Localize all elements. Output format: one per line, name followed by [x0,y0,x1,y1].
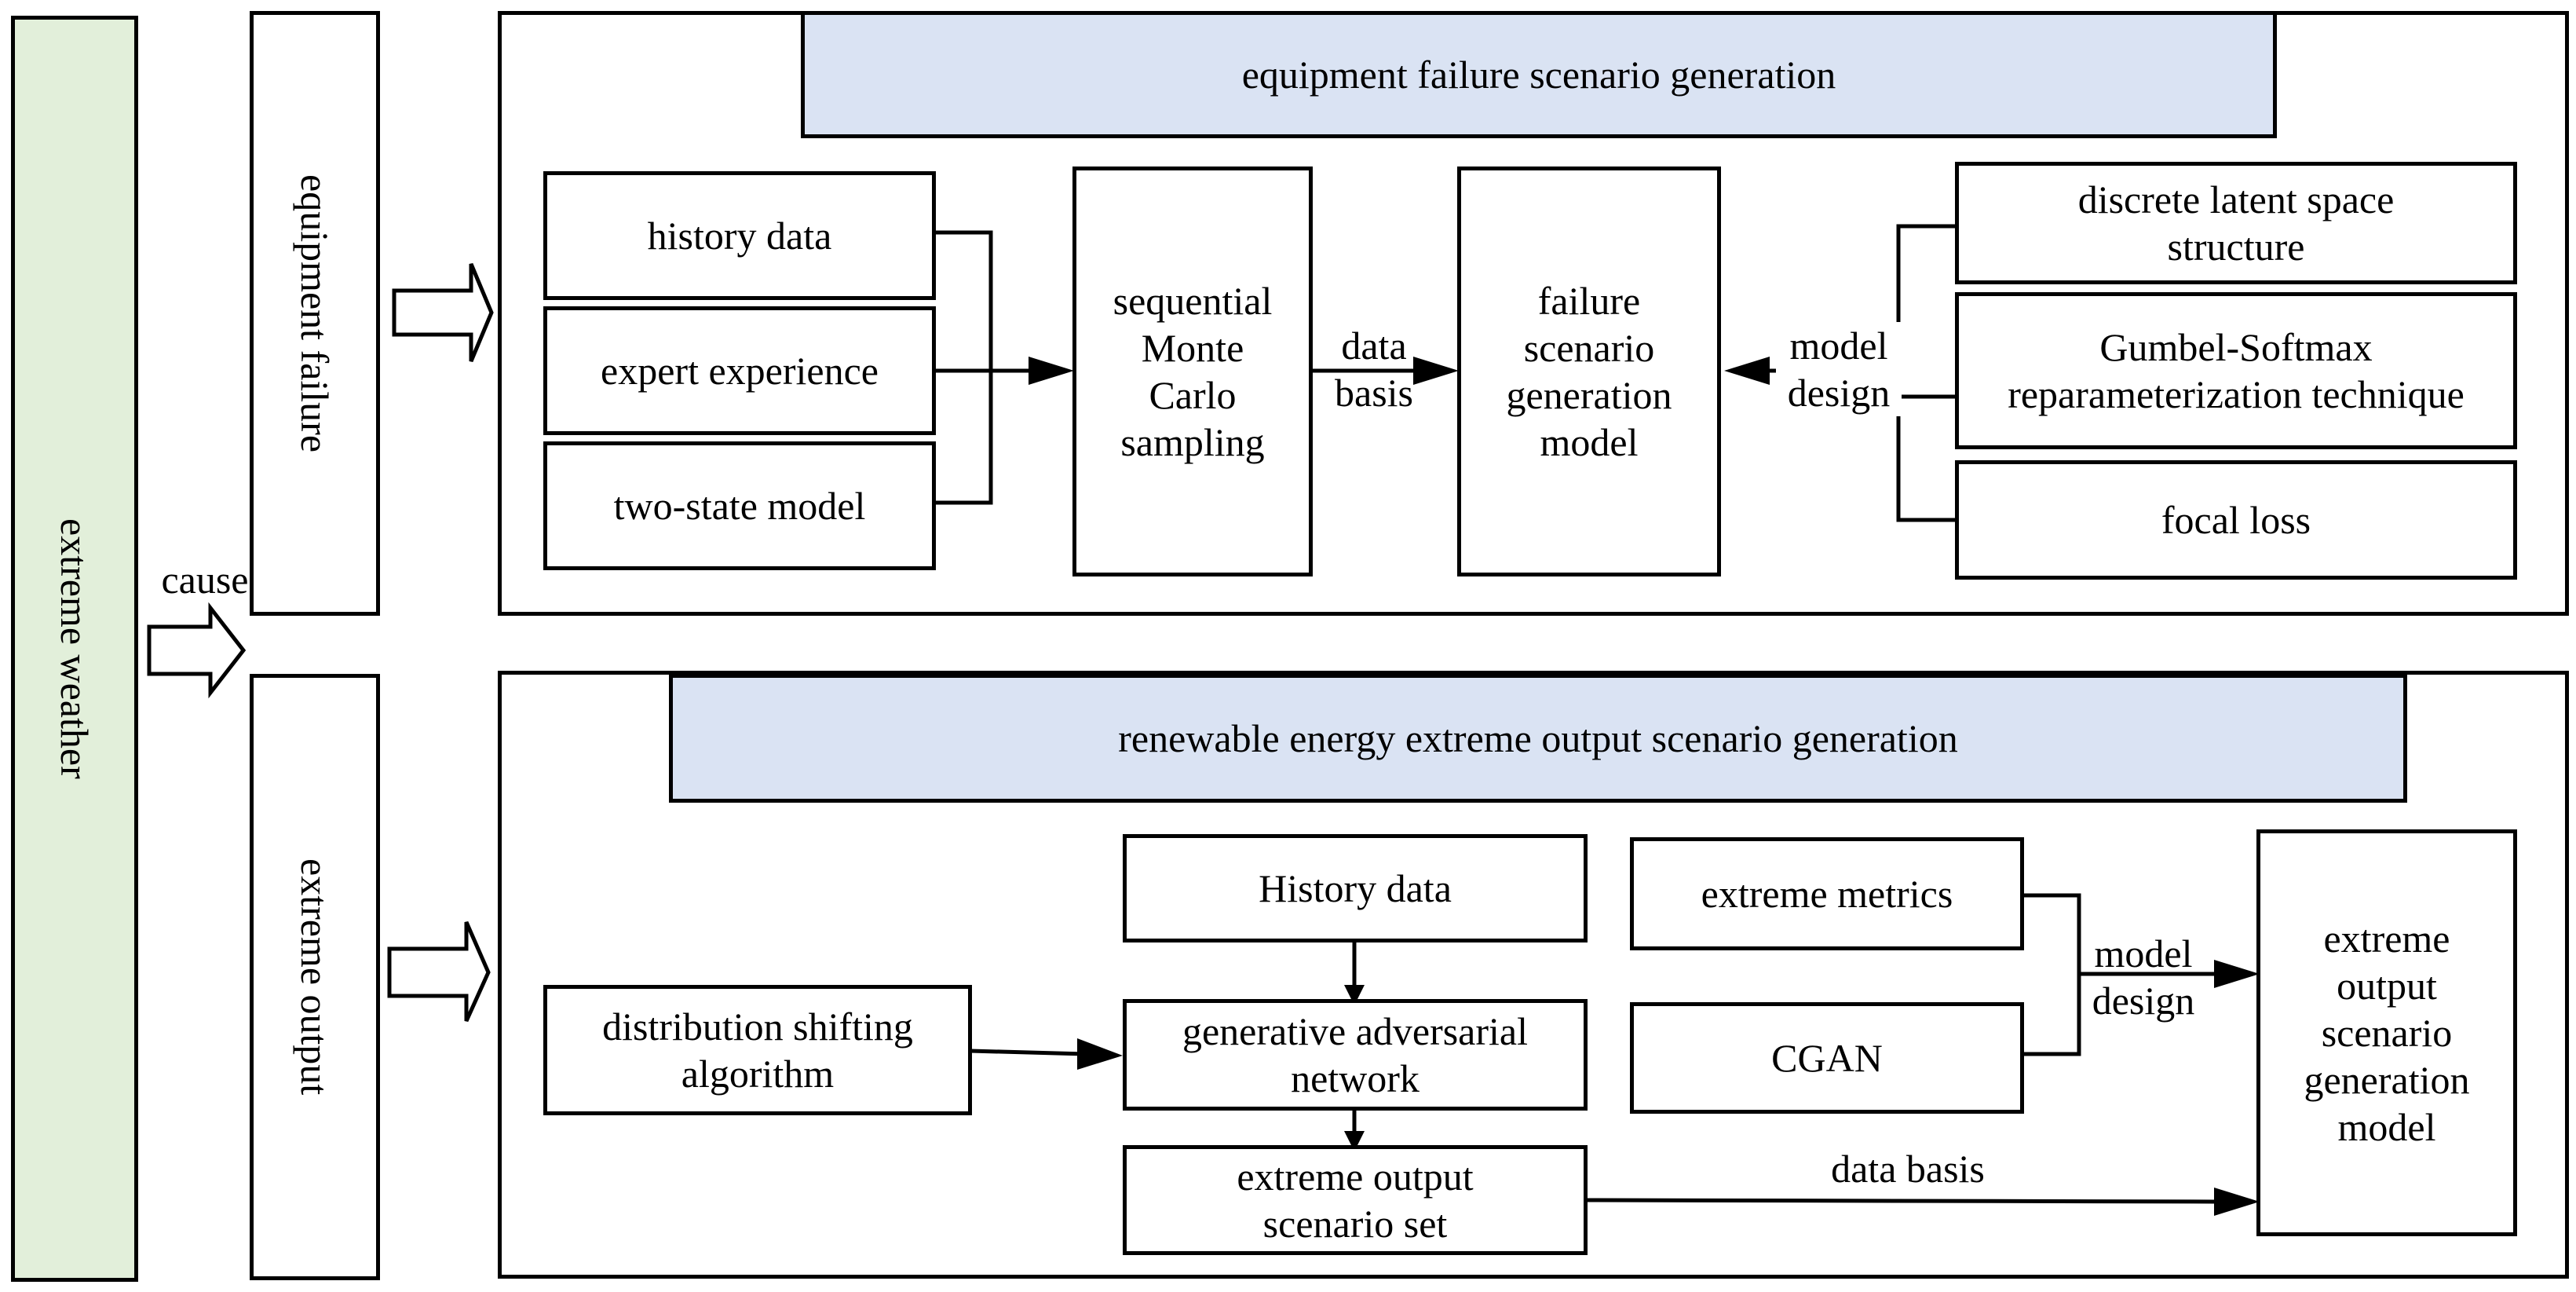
input-expert-experience-label: expert experience [601,349,879,393]
scenario-set-box: extreme output scenario set [1123,1145,1588,1255]
extreme-output-model-label: extreme output scenario generation model [2304,917,2470,1149]
output-data-basis-label: data basis [1831,1147,1985,1191]
distribution-shifting-box: distribution shifting algorithm [543,985,972,1115]
distribution-shifting-label: distribution shifting algorithm [602,1005,913,1096]
equipment-failure-side-label: equipment failure [293,174,337,453]
equipment-failure-side-box: equipment failure [250,11,380,616]
shifting-to-gan-arrow [970,1049,1086,1056]
output-model-design-label: model design [2092,931,2195,1023]
extreme-metrics-label: extreme metrics [1701,872,1953,916]
failure-model-box: failure scenario generation model [1457,167,1721,576]
history-data-box: History data [1123,834,1588,942]
input-history-data: history data [543,171,936,300]
extreme-output-arrow [387,921,491,1023]
extreme-output-side-box: extreme output [250,674,380,1280]
failure-model-label: failure scenario generation model [1506,279,1672,464]
gan-box: generative adversarial network [1123,999,1588,1111]
cause-label: cause [161,558,249,602]
equipment-failure-title: equipment failure scenario generation [1241,53,1836,97]
gan-label: generative adversarial network [1182,1009,1528,1100]
cgan-box: CGAN [1630,1002,2024,1114]
equipment-failure-arrow [392,263,494,362]
technique-focal-loss-label: focal loss [2161,498,2311,542]
technique-discrete-latent: discrete latent space structure [1955,162,2517,284]
history-data-label: History data [1259,866,1452,910]
sampling-box: sequential Monte Carlo sampling [1072,167,1313,576]
input-two-state-model: two-state model [543,441,936,570]
equipment-data-basis-label: data basis [1335,324,1413,415]
technique-focal-loss: focal loss [1955,460,2517,580]
extreme-metrics-box: extreme metrics [1630,837,2024,950]
technique-gumbel-softmax-label: Gumbel-Softmax reparameterization techni… [2008,325,2465,416]
input-history-data-label: history data [647,214,832,258]
technique-gumbel-softmax: Gumbel-Softmax reparameterization techni… [1955,292,2517,449]
extreme-weather-label: extreme weather [53,518,97,779]
equipment-model-design-label: model design [1776,322,1902,416]
technique-discrete-latent-label: discrete latent space structure [2077,178,2395,269]
extreme-output-side-label: extreme output [293,858,337,1096]
input-two-state-model-label: two-state model [613,484,866,528]
extreme-output-title-band: renewable energy extreme output scenario… [669,674,2407,803]
input-expert-experience: expert experience [543,306,936,435]
extreme-output-model-box: extreme output scenario generation model [2256,829,2517,1236]
extreme-output-frame [498,671,2569,1279]
cgan-label: CGAN [1771,1036,1883,1080]
set-to-model-arrow [1587,1198,2215,1204]
extreme-output-title: renewable energy extreme output scenario… [1118,716,1958,760]
equipment-failure-title-band: equipment failure scenario generation [801,11,2277,138]
sampling-label: sequential Monte Carlo sampling [1113,279,1273,464]
inputs-bracket [934,230,993,505]
extreme-weather-bar: extreme weather [11,16,138,1282]
cause-arrow [147,602,247,699]
scenario-set-label: extreme output scenario set [1237,1155,1474,1246]
